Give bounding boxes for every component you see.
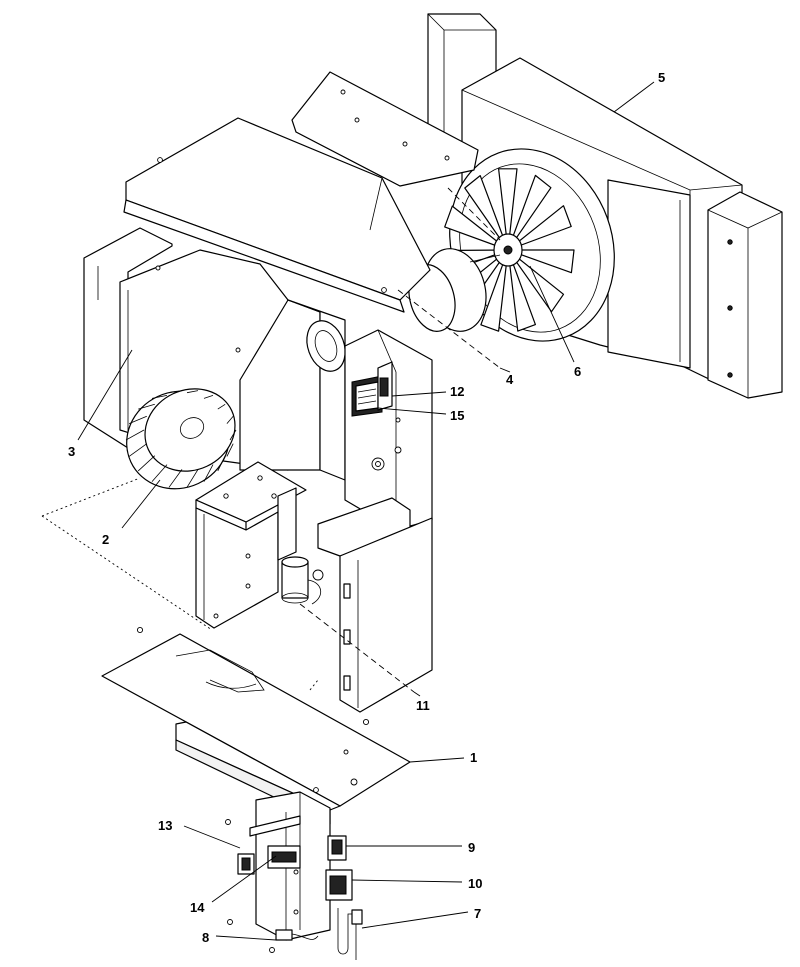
explode-line-fan: [447, 187, 501, 241]
explode-line-base-2: [309, 679, 319, 691]
control-board: [351, 375, 383, 417]
wheel-slat: [137, 455, 156, 472]
wheel-slat: [168, 390, 183, 394]
blower-partition: [239, 299, 346, 481]
blower-wheel: [125, 388, 237, 490]
leader-15: [377, 407, 447, 415]
wheel-slat: [128, 415, 147, 424]
fan-blade-vane: [464, 175, 509, 251]
wheel-slat: [229, 429, 237, 441]
fan-motor: [408, 248, 501, 332]
callout-11: 11: [416, 698, 430, 713]
leader-5: [613, 81, 655, 113]
wheel-slat: [168, 469, 183, 488]
explode-line-base: [41, 515, 213, 631]
explode-line-motor: [397, 289, 501, 369]
callout-3: 3: [68, 444, 75, 459]
explode-line-wheel: [41, 477, 141, 517]
fan-hub-bore: [503, 245, 513, 255]
wheel-slat: [125, 429, 145, 441]
callout-2: 2: [102, 532, 109, 547]
fan-blade-vane: [507, 249, 565, 313]
leader-1: [409, 757, 465, 763]
wheel-slat: [138, 403, 155, 410]
terminal-block: [237, 853, 255, 875]
switch-bracket: [377, 361, 393, 411]
heater-element: [337, 908, 363, 960]
leader-12: [391, 391, 447, 397]
callout-4: 4: [506, 372, 514, 387]
callout-6: 6: [574, 364, 581, 379]
leader-3: [77, 349, 133, 441]
callout-15: 15: [450, 408, 464, 423]
fan-blade-vane: [507, 174, 552, 251]
wheel-slat: [217, 455, 226, 472]
fan-blade-vane: [480, 249, 509, 332]
callout-1: 1: [470, 750, 477, 765]
leader-7: [361, 911, 469, 929]
leader-10: [351, 879, 463, 883]
ground-lug: [275, 929, 319, 941]
top-panel: [123, 117, 431, 313]
end-panel: [707, 191, 783, 399]
leader-8: [215, 935, 277, 941]
explode-line-capacitor: [299, 603, 415, 693]
callout-7: 7: [474, 906, 481, 921]
callout-8: 8: [202, 930, 209, 945]
lower-partition-panel: [195, 487, 297, 629]
fan-blade-vane: [444, 205, 509, 251]
relay-upper: [327, 835, 347, 861]
callout-13: 13: [158, 818, 172, 833]
contactor: [267, 845, 301, 869]
fan-blade-vane: [507, 249, 575, 274]
top-cover-right: [291, 71, 479, 187]
leader-6: [529, 265, 575, 363]
callout-5: 5: [658, 70, 665, 85]
wheel-slat: [151, 395, 168, 399]
access-door-panel: [312, 497, 433, 713]
callout-12: 12: [450, 384, 464, 399]
blower-mount-bracket: [195, 461, 307, 531]
leader-4: [499, 367, 511, 373]
fan-blade-vane: [498, 168, 518, 251]
wheel-slat: [186, 469, 199, 488]
capacitor: [281, 556, 321, 605]
wheel-slat: [203, 464, 214, 482]
wheel-slat: [217, 403, 226, 410]
leader-11: [413, 691, 421, 697]
wheel-slat: [128, 443, 148, 457]
callout-9: 9: [468, 840, 475, 855]
wheel-slat: [151, 464, 168, 482]
leader-14: [211, 855, 277, 903]
leader-13: [183, 825, 241, 849]
callout-10: 10: [468, 876, 482, 891]
fan-blade-vane: [507, 249, 536, 332]
wheel-slat: [186, 390, 199, 394]
relay-lower: [325, 869, 353, 901]
fan-blade-vane: [507, 205, 572, 251]
wheel-slat: [226, 443, 234, 457]
wheel-slat: [203, 395, 214, 399]
leader-2: [121, 479, 161, 529]
callout-14: 14: [190, 900, 205, 915]
wheel-slat: [226, 416, 234, 424]
